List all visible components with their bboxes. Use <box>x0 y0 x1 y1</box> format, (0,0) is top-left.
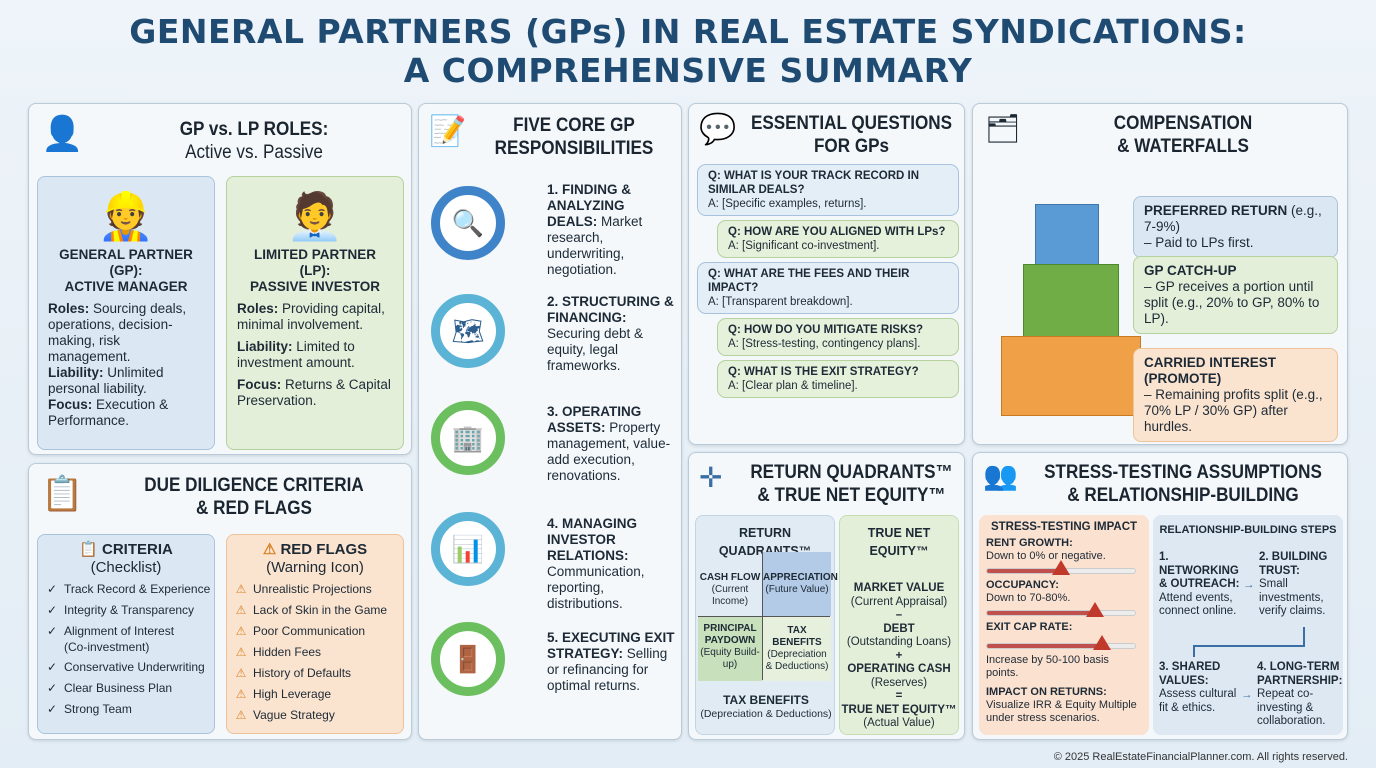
tier-preferred: PREFERRED RETURN (e.g., 7-9%)– Paid to L… <box>1133 196 1338 258</box>
relationship-step: 4. LONG-TERM PARTNERSHIP:Repeat co-inves… <box>1257 661 1343 727</box>
relationship-step: 1. NETWORKING & OUTREACH:Attend events, … <box>1159 551 1240 617</box>
core-step: 5. EXECUTING EXIT STRATEGY: Selling or r… <box>547 630 675 693</box>
copyright: © 2025 RealEstateFinancialPlanner.com. A… <box>1053 751 1348 763</box>
warning-icon: ⚠ <box>235 666 247 680</box>
check-icon: ✓ <box>46 702 58 716</box>
arrow-right-icon: → <box>1241 689 1253 701</box>
connector-arrow-left <box>1193 645 1195 657</box>
criteria-item: ✓Strong Team <box>44 699 208 720</box>
gp-lp-icon: 👤 <box>41 115 84 153</box>
checklist-icon: 📋 <box>79 541 102 558</box>
check-icon: ✓ <box>46 660 58 674</box>
chat-bubbles-icon: 💬 <box>699 113 737 146</box>
tier-carried: CARRIED INTEREST (PROMOTE)– Remaining pr… <box>1133 348 1338 442</box>
flag-item: ⚠Vague Strategy <box>233 705 397 726</box>
occupancy-bar <box>986 602 1136 617</box>
building-icon: 🏢 <box>431 401 505 475</box>
warning-icon: ⚠ <box>235 582 247 596</box>
compensation-panel: 🗂 COMPENSATION& WATERFALLS PREFERRED RET… <box>972 103 1348 445</box>
checklist-pen-icon: 📝 <box>429 115 467 148</box>
blueprint-icon: 🗺 <box>431 294 505 368</box>
question-bubble: Q: WHAT ARE THE FEES AND THEIR IMPACT?A:… <box>697 262 959 314</box>
relationship-step: 3. SHARED VALUES:Assess cultural fit & e… <box>1159 661 1237 714</box>
search-icon: 🔍 <box>431 186 505 260</box>
red-flags-card: ⚠ RED FLAGS(Warning Icon) ⚠Unrealistic P… <box>226 534 404 734</box>
roles-subtitle: Active vs. Passive <box>185 142 323 163</box>
criteria-item: ✓Clear Business Plan <box>44 678 208 699</box>
core-step: 1. FINDING & ANALYZING DEALS: Market res… <box>547 182 643 277</box>
flag-item: ⚠Hidden Fees <box>233 642 397 663</box>
lp-card: 🧑‍💼 LIMITED PARTNER (LP):PASSIVE INVESTO… <box>226 176 404 450</box>
diligence-panel: 📋 DUE DILIGENCE CRITERIA& RED FLAGS 📋 CR… <box>28 463 412 740</box>
warning-icon: ⚠ <box>235 624 247 638</box>
quadrant-cash-flow: CASH FLOW(Current Income) <box>699 572 761 607</box>
clipboard-search-icon: 📋 <box>41 475 84 513</box>
tier-catchup: GP CATCH-UP– GP receives a portion until… <box>1133 256 1338 334</box>
check-icon: ✓ <box>46 603 58 617</box>
criteria-item: ✓Track Record & Experience <box>44 579 210 600</box>
flag-item: ⚠History of Defaults <box>233 663 397 684</box>
rent-growth-bar <box>986 560 1136 575</box>
hierarchy-icon: 🗂 <box>985 113 1021 144</box>
check-icon: ✓ <box>46 681 58 695</box>
exit-icon: 🚪 <box>431 622 505 696</box>
roles-title: GP vs. LP ROLES: <box>179 119 329 140</box>
criteria-item: ✓Alignment of Interest(Co-investment) <box>44 621 208 657</box>
question-bubble: Q: WHAT IS THE EXIT STRATEGY?A: [Clear p… <box>717 360 959 398</box>
arrow-right-icon: → <box>1243 579 1255 591</box>
roles-panel: 👤 GP vs. LP ROLES:Active vs. Passive 👷 G… <box>28 103 412 455</box>
warning-icon: ⚠ <box>235 645 247 659</box>
gp-icon: 👷 <box>97 190 155 242</box>
gp-card: 👷 GENERAL PARTNER (GP):ACTIVE MANAGER Ro… <box>37 176 215 450</box>
warning-icon <box>1086 602 1105 617</box>
stress-panel: 👥 STRESS-TESTING ASSUMPTIONS& RELATIONSH… <box>972 452 1348 740</box>
waterfall-block-middle <box>1023 264 1119 344</box>
warning-icon: ⚠ <box>262 541 281 558</box>
question-bubble: Q: WHAT IS YOUR TRACK RECORD IN SIMILAR … <box>697 164 959 216</box>
quadrant-icon: ✛ <box>699 462 723 493</box>
core-step: 2. STRUCTURING & FINANCING: Securing deb… <box>547 294 674 373</box>
flag-item: ⚠Unrealistic Projections <box>233 579 397 600</box>
warning-icon <box>1093 635 1112 650</box>
question-bubble: Q: HOW ARE YOU ALIGNED WITH LPs?A: [Sign… <box>717 220 959 258</box>
core-step: 3. OPERATING ASSETS: Property management… <box>547 404 671 483</box>
check-icon: ✓ <box>46 624 58 638</box>
quadrants-panel: ✛ RETURN QUADRANTS™& TRUE NET EQUITY™ RE… <box>688 452 965 740</box>
page-title: GENERAL PARTNERS (GPs) IN REAL ESTATE SY… <box>129 12 1247 90</box>
warning-icon: ⚠ <box>235 687 247 701</box>
exit-cap-bar <box>986 635 1136 650</box>
criteria-item: ✓Conservative Underwriting <box>44 657 208 678</box>
flag-item: ⚠High Leverage <box>233 684 397 705</box>
spreadsheet-icon: 📊 <box>431 512 505 586</box>
connector-arrow <box>1193 627 1305 647</box>
core-step: 4. MANAGING INVESTOR RELATIONS: Communic… <box>547 516 645 611</box>
criteria-card: 📋 CRITERIA(Checklist) ✓Track Record & Ex… <box>37 534 215 734</box>
return-quadrants-box: RETURN QUADRANTS™ CASH FLOW(Current Inco… <box>695 515 838 735</box>
lp-icon: 🧑‍💼 <box>286 190 344 242</box>
check-icon: ✓ <box>46 582 58 596</box>
quadrant-principal: PRINCIPAL PAYDOWN(Equity Build-up) <box>698 617 762 681</box>
quadrant-appreciation: APPRECIATION(Future Value) <box>763 552 838 616</box>
waterfall-block-bottom <box>1001 336 1141 416</box>
question-bubble: Q: HOW DO YOU MITIGATE RISKS?A: [Stress-… <box>717 318 959 356</box>
flag-item: ⚠Poor Communication <box>233 621 397 642</box>
quadrant-tax: TAX BENEFITS(Depreciation & Deductions) <box>763 617 831 681</box>
warning-icon: ⚠ <box>235 708 247 722</box>
questions-list: Q: WHAT IS YOUR TRACK RECORD IN SIMILAR … <box>697 164 959 398</box>
flag-item: ⚠Lack of Skin in the Game <box>233 600 397 621</box>
relationship-step: 2. BUILDING TRUST:Small investments, ver… <box>1259 551 1328 617</box>
tax-benefits-note: TAX BENEFITS(Depreciation & Deductions) <box>700 693 832 721</box>
warning-icon <box>1052 560 1070 575</box>
criteria-item: ✓Integrity & Transparency <box>44 600 208 621</box>
relationship-box: RELATIONSHIP-BUILDING STEPS 1. NETWORKIN… <box>1153 515 1343 735</box>
warning-icon: ⚠ <box>235 603 247 617</box>
true-net-equity-box: TRUE NET EQUITY™ MARKET VALUE(Current Ap… <box>839 515 959 735</box>
stress-impact-box: STRESS-TESTING IMPACT RENT GROWTH:Down t… <box>979 515 1149 735</box>
people-network-icon: 👥 <box>983 460 1018 491</box>
